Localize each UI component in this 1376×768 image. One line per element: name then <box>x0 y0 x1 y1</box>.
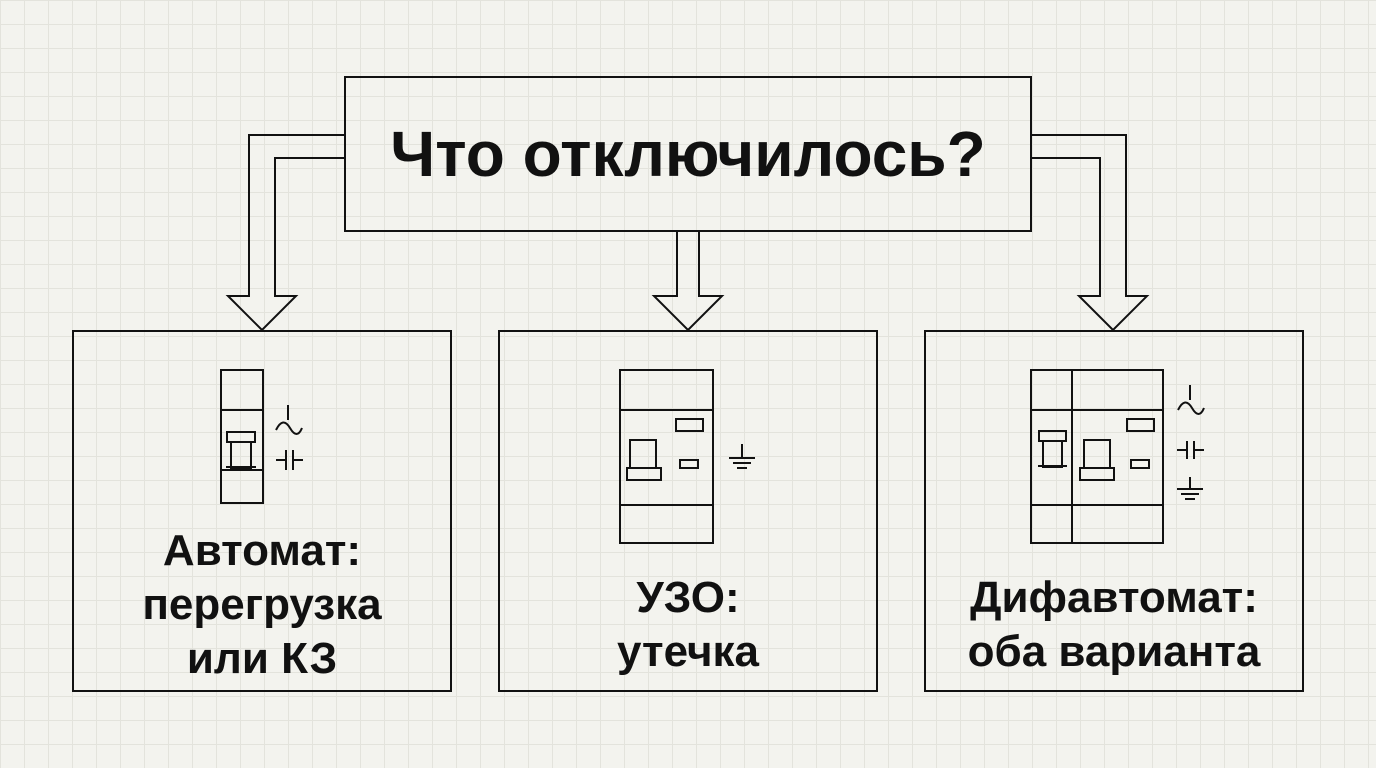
result-box-left <box>72 330 452 692</box>
ac-symbol-icon <box>1177 385 1205 415</box>
arrow-middle <box>651 231 725 332</box>
question-box <box>344 76 1032 232</box>
rcd-label: УЗО: утечка <box>500 560 876 690</box>
rcd-label-line-1: УЗО: <box>636 573 740 623</box>
rcd-label-line-2: утечка <box>617 627 759 676</box>
question-title: Что отключилось? <box>390 117 986 190</box>
dc-symbol-icon <box>276 450 303 470</box>
breaker-label-line-3: или КЗ <box>186 633 338 683</box>
rcbo-label-line-2: оба варианта <box>967 627 1261 676</box>
result-box-middle <box>498 330 878 692</box>
ac-symbol-icon <box>275 405 303 435</box>
rcbo-label: Дифавтомат: оба варианта <box>926 560 1302 690</box>
rcbo-icon <box>1030 369 1205 544</box>
ground-symbol-icon <box>729 444 755 469</box>
arrow-right <box>1031 134 1150 332</box>
breaker-label-line-1: Автомат: <box>162 526 362 576</box>
breaker-label: Автомат: перегрузка или КЗ <box>74 520 450 690</box>
rcbo-label-line-1: Дифавтомат: <box>970 573 1258 623</box>
rcd-icon <box>619 369 755 544</box>
dc-symbol-icon <box>1177 441 1204 459</box>
arrow-left <box>225 134 345 332</box>
result-box-right <box>924 330 1304 692</box>
circuit-breaker-icon <box>220 369 303 504</box>
breaker-label-line-2: перегрузка <box>142 580 382 630</box>
ground-symbol-icon <box>1177 477 1203 500</box>
